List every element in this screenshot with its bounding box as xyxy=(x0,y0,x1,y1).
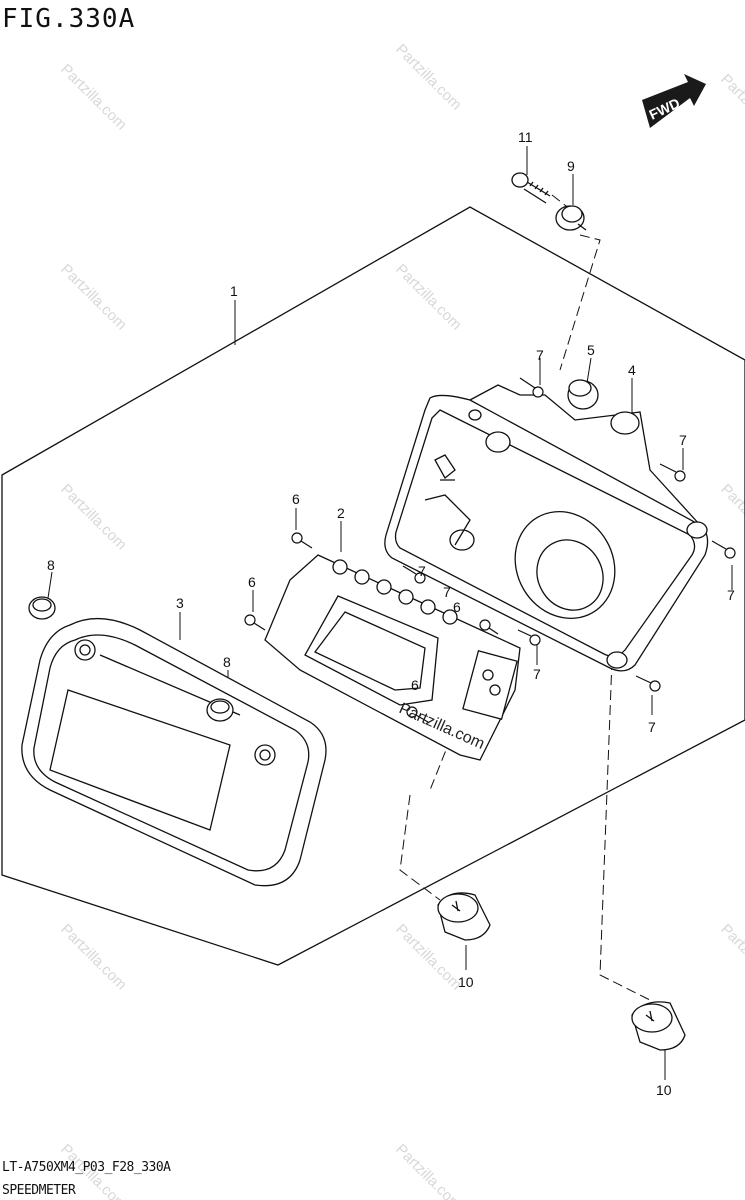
drawing-code: LT-A750XM4_P03_F28_330A xyxy=(2,1160,171,1175)
callout-6: 6 xyxy=(248,574,256,590)
callout-10: 10 xyxy=(458,974,474,990)
watermark-text: Partzilla.com xyxy=(57,481,130,554)
cushion-part-5 xyxy=(567,379,599,410)
callout-7: 7 xyxy=(536,347,544,363)
callout-7: 7 xyxy=(727,587,735,603)
callout-5: 5 xyxy=(587,342,595,358)
callout-1: 1 xyxy=(230,283,238,299)
callout-3: 3 xyxy=(176,595,184,611)
callout-11: 11 xyxy=(518,129,533,145)
callout-4: 4 xyxy=(628,362,636,378)
screw-part-11 xyxy=(511,172,551,204)
grommet-part-9 xyxy=(555,205,587,231)
screw-part-7 xyxy=(402,377,736,692)
callout-7: 7 xyxy=(443,584,451,600)
callout-7: 7 xyxy=(648,719,656,735)
callout-2: 2 xyxy=(337,505,345,521)
screw-part-6 xyxy=(244,532,499,723)
watermark-text: Partzilla.com xyxy=(392,41,465,114)
callout-10: 10 xyxy=(656,1082,672,1098)
meter-case-part-4 xyxy=(384,384,709,672)
fwd-arrow-icon: FWD xyxy=(642,74,706,128)
callout-6: 6 xyxy=(411,677,419,693)
callout-6: 6 xyxy=(453,599,461,615)
watermark-text: Partzilla.com xyxy=(57,921,130,994)
watermark-text: Partzilla.com xyxy=(392,261,465,334)
callout-7: 7 xyxy=(533,666,541,682)
callout-7: 7 xyxy=(679,432,687,448)
figure-title: FIG.330A xyxy=(2,4,136,34)
leader-lines xyxy=(47,146,733,1080)
watermark-text: Partzilla.com xyxy=(57,61,130,134)
watermark-text: Partzilla.com xyxy=(57,261,130,334)
watermark-text: Partzilla.com xyxy=(717,71,745,144)
cushion-part-10 xyxy=(437,892,686,1051)
callout-labels: 1 2 3 4 5 6 6 6 6 7 7 7 7 7 7 7 8 8 9 10… xyxy=(47,129,735,1098)
callout-6: 6 xyxy=(292,491,300,507)
figure-name: SPEEDMETER xyxy=(2,1183,76,1198)
watermark-text: Partzilla.com xyxy=(717,921,745,994)
bolt-part-8 xyxy=(28,596,234,722)
assembly-outline xyxy=(1,206,745,966)
callout-8: 8 xyxy=(223,654,231,670)
callout-9: 9 xyxy=(567,158,575,174)
meter-lens-part-3 xyxy=(21,617,327,887)
watermark-text: Partzilla.com xyxy=(392,1141,465,1200)
callout-8: 8 xyxy=(47,557,55,573)
callout-7: 7 xyxy=(418,563,426,579)
watermark-text: Partzilla.com xyxy=(717,481,745,554)
display-board-part-2 xyxy=(264,554,521,761)
